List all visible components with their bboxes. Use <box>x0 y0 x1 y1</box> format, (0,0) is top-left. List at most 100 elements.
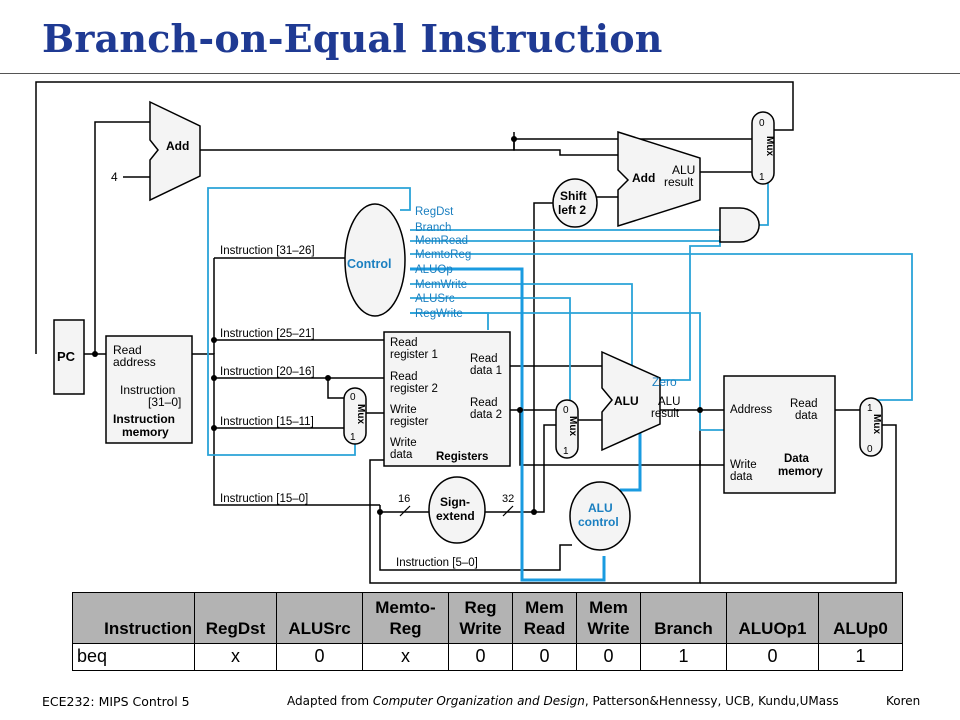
footer-credit-prefix: Adapted from <box>287 694 373 708</box>
signal-regdst: RegDst <box>415 206 454 218</box>
shift-label: Shift <box>560 189 587 203</box>
instruction-memory <box>105 335 193 444</box>
table-header-row: Instruction RegDst ALUSrc Memto- Reg Reg… <box>72 592 903 644</box>
footer-course: ECE232: MIPS Control 5 <box>42 694 190 709</box>
title-divider <box>0 73 960 74</box>
table-row: beq x 0 x 0 0 0 1 0 1 <box>72 643 903 671</box>
pc-adder-label: Add <box>166 139 189 153</box>
instruction-field-labels: Instruction [31–26] Instruction [25–21] … <box>220 245 478 569</box>
const-four: 4 <box>111 170 118 184</box>
instr-20-16: Instruction [20–16] <box>220 366 315 378</box>
control-unit <box>344 203 406 317</box>
branch-and-gate <box>719 207 760 243</box>
header-memwrite: Mem Write <box>576 592 641 644</box>
pc-source-mux <box>751 111 775 185</box>
branch-alu-label: ALU <box>672 163 695 177</box>
instr-25-21: Instruction [25–21] <box>220 328 315 340</box>
instr-15-11: Instruction [15–11] <box>220 416 314 428</box>
cell-aluop1: 0 <box>726 643 819 671</box>
control-signal-table: Instruction RegDst ALUSrc Memto- Reg Reg… <box>72 592 903 671</box>
control-label: Control <box>347 257 391 271</box>
pc-label: PC <box>57 349 76 364</box>
sign-extend-unit <box>428 476 486 544</box>
footer-credit: Adapted from Computer Organization and D… <box>287 694 839 708</box>
rr2-label: Read <box>390 371 418 383</box>
shift-left-2 <box>552 178 598 228</box>
header-regdst: RegDst <box>194 592 277 644</box>
dm-write-label-2: data <box>730 471 753 483</box>
im-bits-label: [31–0] <box>148 395 181 409</box>
instr-15-0: Instruction [15–0] <box>220 493 308 505</box>
signal-memtoreg: MemtoReg <box>415 249 471 261</box>
pc-adder <box>149 100 201 202</box>
cell-aluop0: 1 <box>818 643 903 671</box>
header-regwrite: Reg Write <box>448 592 513 644</box>
cell-alusrc: 0 <box>276 643 363 671</box>
rd2-label-2: data 2 <box>470 409 502 421</box>
header-aluop1: ALUOp1 <box>726 592 819 644</box>
dm-read-label-2: data <box>795 410 818 422</box>
memtoreg-mux-label: Mux <box>871 414 882 434</box>
cell-instruction: beq <box>72 643 195 671</box>
main-alu <box>601 350 661 452</box>
memtoreg-mux-zero: 0 <box>867 444 873 455</box>
dm-title-2: memory <box>778 466 823 478</box>
header-instruction: Instruction <box>72 592 195 644</box>
im-address-label: address <box>113 355 156 369</box>
alu-result-label: ALU <box>658 396 680 408</box>
memtoreg-mux-one: 1 <box>867 403 873 414</box>
dm-read-label: Read <box>790 398 818 410</box>
rr1-label: Read <box>390 337 418 349</box>
regdst-mux-zero: 0 <box>350 392 356 403</box>
bits-32: 32 <box>502 493 514 505</box>
footer-book-title: Computer Organization and Design <box>372 694 585 708</box>
cell-regdst: x <box>194 643 277 671</box>
data-memory <box>723 375 836 494</box>
bits-16: 16 <box>398 493 410 505</box>
im-instruction-label: Instruction <box>120 383 175 397</box>
rd1-label: Read <box>470 353 498 365</box>
rd2-label: Read <box>470 397 498 409</box>
signal-branch: Branch <box>415 222 451 234</box>
aluop-highlight <box>410 267 606 582</box>
rr2-label-2: register 2 <box>390 383 438 395</box>
alusrc-mux-zero: 0 <box>563 405 569 416</box>
regdst-mux <box>343 387 367 445</box>
footer-credit-suffix: , Patterson&Hennessy, UCB, Kundu,UMass <box>584 694 839 708</box>
control-signal-list: RegDst Branch MemRead MemtoReg ALUOp Mem… <box>415 206 471 320</box>
rd1-label-2: data 1 <box>470 365 502 377</box>
footer-author: Koren <box>886 694 921 708</box>
wd-label-2: data <box>390 449 413 461</box>
im-title: Instruction <box>113 412 175 426</box>
shift-label-2: left 2 <box>558 203 586 217</box>
signal-alusrc: ALUSrc <box>415 293 455 305</box>
register-file <box>383 331 511 467</box>
alu-control-unit <box>569 481 631 551</box>
alusrc-mux-one: 1 <box>563 446 569 457</box>
branch-result-label: result <box>664 175 694 189</box>
wr-label: Write <box>390 404 417 416</box>
regdst-mux-label: Mux <box>355 404 366 424</box>
alusrc-mux-label: Mux <box>567 416 578 436</box>
header-memtoreg: Memto- Reg <box>362 592 449 644</box>
cell-memread: 0 <box>512 643 577 671</box>
pc-mux-zero: 0 <box>759 118 765 129</box>
signal-aluop: ALUOp <box>415 264 453 276</box>
dm-title: Data <box>784 453 810 465</box>
im-read-label: Read <box>113 343 142 357</box>
memtoreg-mux <box>859 397 883 457</box>
wr-label-2: register <box>390 416 429 428</box>
instr-31-26: Instruction [31–26] <box>220 245 315 257</box>
slide-title: Branch-on-Equal Instruction <box>42 16 663 61</box>
regdst-mux-one: 1 <box>350 432 356 443</box>
signal-memwrite: MemWrite <box>415 279 467 291</box>
im-title-2: memory <box>122 425 169 439</box>
dm-address-label: Address <box>730 404 772 416</box>
instr-5-0: Instruction [5–0] <box>396 557 478 569</box>
cell-branch: 1 <box>640 643 727 671</box>
alu-control-label-2: control <box>578 515 619 529</box>
header-alusrc: ALUSrc <box>276 592 363 644</box>
header-aluop0: ALUp0 <box>818 592 903 644</box>
pc-register <box>53 319 85 395</box>
alusrc-mux <box>555 399 579 459</box>
